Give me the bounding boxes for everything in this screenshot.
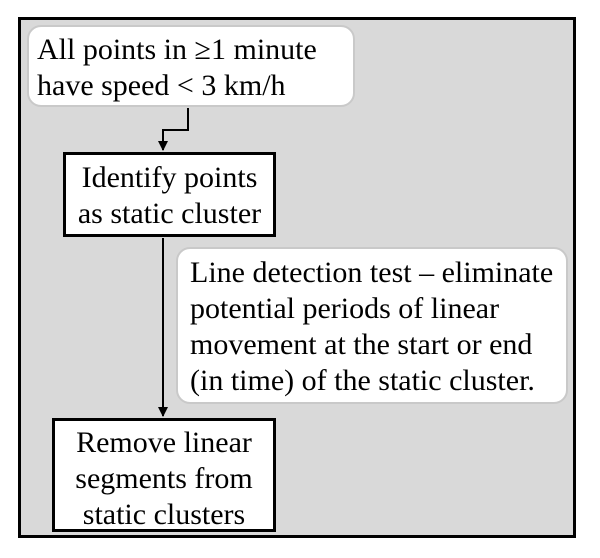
remove-step-line-3: static clusters xyxy=(82,498,246,531)
note-line-4: (in time) of the static cluster. xyxy=(190,364,535,397)
line-detection-note-box: Line detection test – eliminate potentia… xyxy=(176,247,568,404)
start-condition-box: All points in ≥1 minute have speed < 3 k… xyxy=(27,25,355,107)
note-line-3: movement at the start or end xyxy=(190,328,533,361)
arrow-start-to-identify xyxy=(158,108,189,151)
remove-step-line-1: Remove linear xyxy=(76,426,252,459)
identify-step-box: Identify points as static cluster xyxy=(63,152,276,237)
remove-step-line-2: segments from xyxy=(75,462,253,495)
note-line-2: potential periods of linear xyxy=(190,292,500,325)
remove-step-box: Remove linear segments from static clust… xyxy=(52,418,276,532)
start-condition-line-1: All points in ≥1 minute xyxy=(37,33,317,66)
start-condition-line-2: have speed < 3 km/h xyxy=(37,69,286,102)
identify-step-line-2: as static cluster xyxy=(77,197,262,230)
identify-step-line-1: Identify points xyxy=(81,161,258,194)
note-line-1: Line detection test – eliminate xyxy=(190,256,554,289)
